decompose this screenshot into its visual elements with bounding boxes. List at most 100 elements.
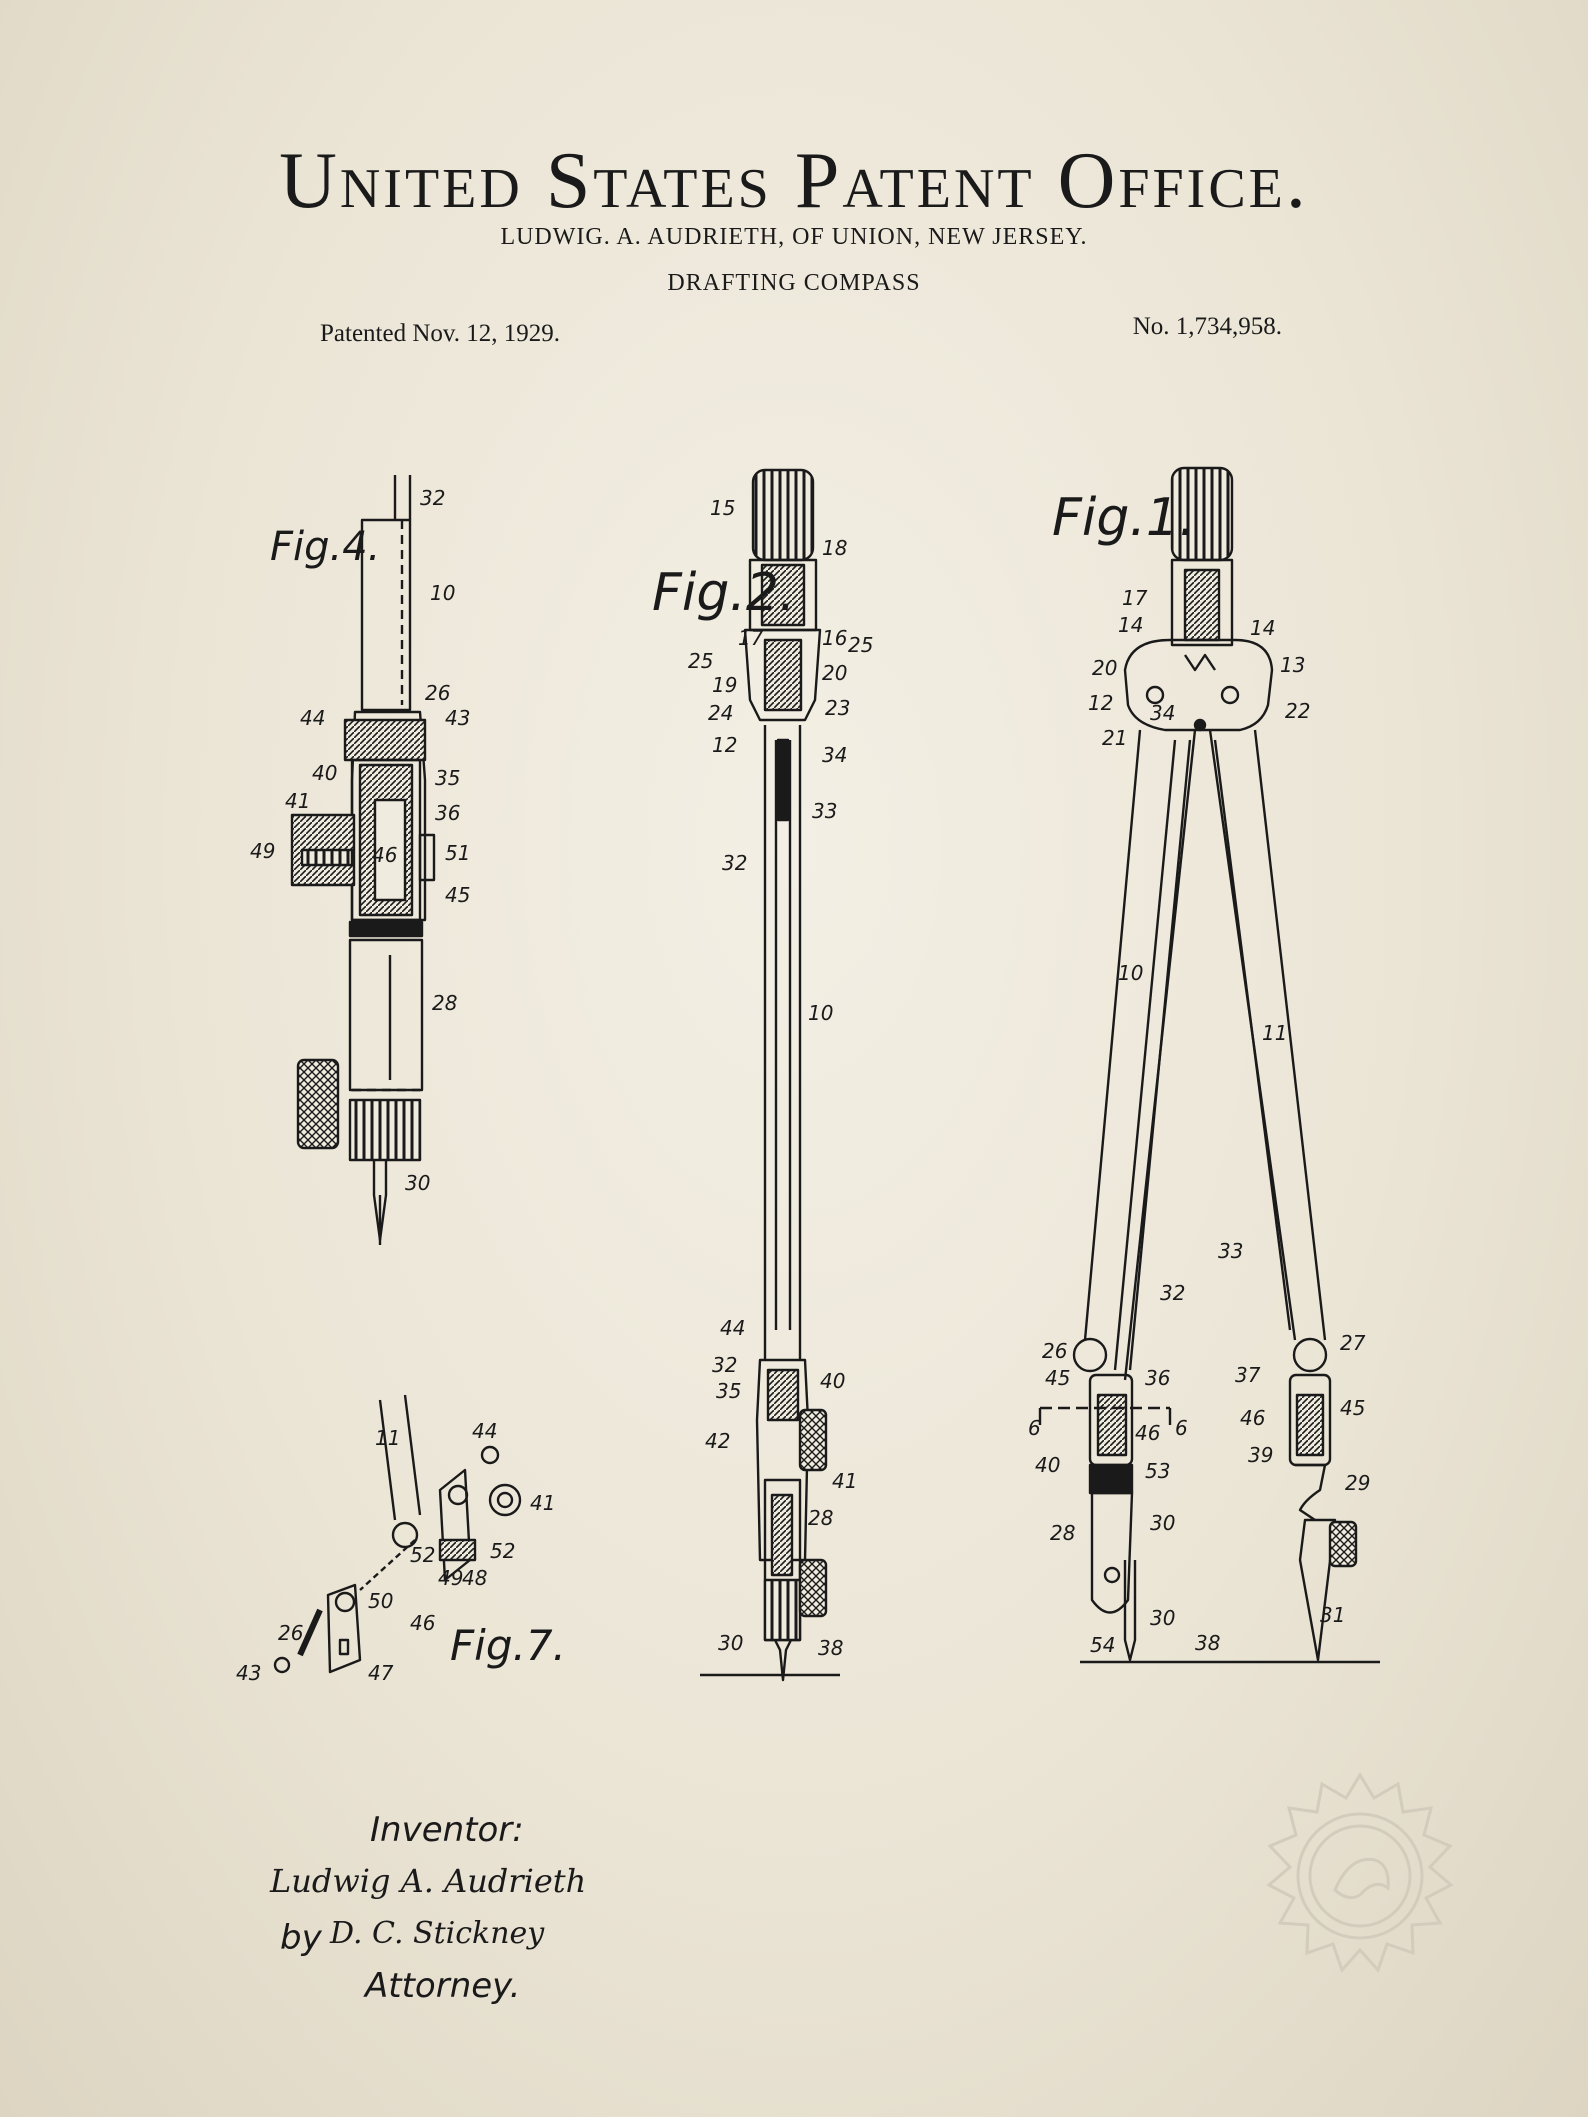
svg-text:40: 40 — [1035, 1453, 1060, 1477]
svg-text:12: 12 — [712, 733, 737, 757]
svg-text:11: 11 — [375, 1426, 400, 1450]
svg-text:15: 15 — [710, 496, 735, 520]
svg-text:52: 52 — [490, 1539, 515, 1563]
svg-text:53: 53 — [1145, 1459, 1170, 1483]
svg-text:30: 30 — [718, 1631, 743, 1655]
svg-text:26: 26 — [425, 681, 450, 705]
fig1-label: Fig.1. — [1052, 488, 1196, 548]
svg-text:44: 44 — [472, 1419, 497, 1443]
svg-text:46: 46 — [372, 843, 397, 867]
svg-text:23: 23 — [825, 696, 850, 720]
fig1-drawing — [1038, 466, 1380, 1664]
invention-title: DRAFTING COMPASS — [667, 270, 921, 296]
svg-text:20: 20 — [1092, 656, 1117, 680]
svg-text:41: 41 — [832, 1469, 857, 1493]
svg-text:37: 37 — [1235, 1363, 1261, 1387]
svg-text:40: 40 — [820, 1369, 845, 1393]
svg-text:36: 36 — [1145, 1366, 1170, 1390]
svg-text:45: 45 — [1340, 1396, 1365, 1420]
fig7-drawing — [273, 1394, 522, 1674]
svg-text:30: 30 — [1150, 1606, 1175, 1630]
inventor-signature: Ludwig A. Audrieth — [270, 1862, 587, 1900]
svg-text:32: 32 — [1160, 1281, 1185, 1305]
svg-text:17: 17 — [1122, 586, 1148, 610]
svg-text:52: 52 — [410, 1543, 435, 1567]
svg-text:18: 18 — [822, 536, 847, 560]
svg-text:28: 28 — [808, 1506, 833, 1530]
by-label: by — [280, 1918, 322, 1958]
fig2-label: Fig.2. — [652, 563, 796, 623]
patented-date: Patented Nov. 12, 1929. — [320, 320, 561, 347]
svg-text:24: 24 — [708, 701, 733, 725]
svg-text:25: 25 — [688, 649, 713, 673]
svg-text:50: 50 — [368, 1589, 393, 1613]
svg-text:48: 48 — [462, 1566, 487, 1590]
svg-text:30: 30 — [405, 1171, 430, 1195]
svg-text:21: 21 — [1102, 726, 1127, 750]
svg-text:43: 43 — [445, 706, 470, 730]
fig4-drawing — [290, 475, 436, 1245]
patent-header: United States Patent Office. LUDWIG. A. … — [0, 0, 1588, 360]
svg-text:28: 28 — [1050, 1521, 1075, 1545]
svg-text:22: 22 — [1285, 699, 1310, 723]
svg-text:10: 10 — [808, 1001, 833, 1025]
svg-text:10: 10 — [430, 581, 455, 605]
svg-text:40: 40 — [312, 761, 337, 785]
svg-text:46: 46 — [1240, 1406, 1265, 1430]
svg-text:13: 13 — [1280, 653, 1305, 677]
svg-text:49: 49 — [250, 839, 275, 863]
svg-text:26: 26 — [278, 1621, 303, 1645]
svg-text:14: 14 — [1118, 613, 1143, 637]
svg-text:34: 34 — [822, 743, 847, 767]
svg-text:30: 30 — [1150, 1511, 1175, 1535]
svg-text:46: 46 — [410, 1611, 435, 1635]
fig4-label: Fig.4. — [270, 524, 380, 570]
svg-text:19: 19 — [712, 673, 737, 697]
svg-text:41: 41 — [285, 789, 310, 813]
svg-text:44: 44 — [720, 1316, 745, 1340]
svg-text:39: 39 — [1248, 1443, 1273, 1467]
office-title: United States Patent Office. — [279, 137, 1309, 225]
svg-text:35: 35 — [716, 1379, 741, 1403]
svg-text:35: 35 — [435, 766, 460, 790]
svg-text:38: 38 — [818, 1636, 843, 1660]
svg-text:31: 31 — [1320, 1603, 1345, 1627]
svg-text:20: 20 — [822, 661, 847, 685]
svg-text:16: 16 — [822, 626, 847, 650]
svg-text:33: 33 — [812, 799, 837, 823]
attorney-signature: D. C. Stickney — [330, 1916, 545, 1951]
svg-text:36: 36 — [435, 801, 460, 825]
fig7-label: Fig.7. — [450, 1621, 566, 1670]
svg-text:32: 32 — [722, 851, 747, 875]
svg-text:32: 32 — [420, 486, 445, 510]
signature-block: Inventor: Ludwig A. Audrieth by D. C. St… — [250, 1800, 650, 2020]
svg-text:54: 54 — [1090, 1633, 1115, 1657]
svg-text:28: 28 — [432, 991, 457, 1015]
svg-text:46: 46 — [1135, 1421, 1160, 1445]
svg-text:6: 6 — [1028, 1416, 1041, 1440]
attorney-label: Attorney. — [365, 1966, 521, 2006]
inventor-label: Inventor: — [370, 1810, 524, 1850]
fig2-drawing — [700, 468, 840, 1682]
patent-number: No. 1,734,958. — [1132, 313, 1282, 340]
svg-text:44: 44 — [300, 706, 325, 730]
svg-text:10: 10 — [1118, 961, 1143, 985]
svg-text:45: 45 — [1045, 1366, 1070, 1390]
svg-text:42: 42 — [705, 1429, 730, 1453]
svg-text:43: 43 — [236, 1661, 261, 1685]
svg-text:27: 27 — [1340, 1331, 1366, 1355]
svg-text:33: 33 — [1218, 1239, 1243, 1263]
svg-text:47: 47 — [368, 1661, 394, 1685]
svg-text:26: 26 — [1042, 1339, 1067, 1363]
svg-text:45: 45 — [445, 883, 470, 907]
svg-text:14: 14 — [1250, 616, 1275, 640]
svg-text:51: 51 — [445, 841, 470, 865]
svg-text:41: 41 — [530, 1491, 555, 1515]
svg-text:49: 49 — [438, 1566, 463, 1590]
svg-text:17: 17 — [738, 626, 764, 650]
svg-text:11: 11 — [1262, 1021, 1287, 1045]
svg-text:34: 34 — [1150, 701, 1175, 725]
patent-seal-icon — [1266, 1772, 1454, 1973]
